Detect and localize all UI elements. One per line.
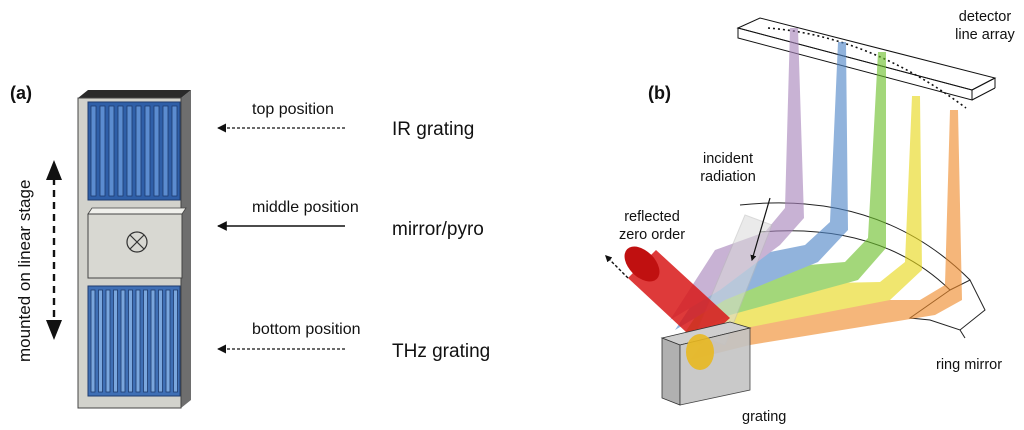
thz-grating-groove [120, 289, 126, 393]
ir-grating-groove [135, 105, 142, 197]
top-position-label: top position [252, 101, 334, 118]
incident-arrow [750, 197, 771, 262]
beam-blue [675, 42, 848, 330]
incident-label-line1: incident [703, 151, 753, 167]
stage-movement-arrow [46, 160, 62, 340]
ring-mirror-label: ring mirror [936, 357, 1003, 373]
beam-purple [670, 28, 804, 320]
grating-label: grating [742, 409, 787, 425]
thz-grating-groove [158, 289, 163, 393]
thz-grating-groove [90, 289, 96, 393]
reflected-label-line2: zero order [618, 227, 686, 244]
thz-grating-groove [173, 289, 178, 393]
thz-grating-groove [143, 289, 148, 393]
ir-grating-groove [162, 105, 169, 197]
thz-grating-groove [105, 289, 111, 393]
beam-green [680, 52, 886, 340]
thz-grating-groove [128, 289, 133, 393]
ir-grating-groove [171, 105, 178, 197]
grating-stage [77, 90, 191, 409]
incident-label-line2: radiation [700, 169, 756, 186]
thz-grating-groove [135, 289, 141, 393]
thz-grating-groove [98, 289, 103, 393]
ir-grating [87, 101, 181, 201]
bottom-position-label: bottom position [252, 321, 361, 338]
ir-grating-groove [117, 105, 124, 197]
reflected-label: reflected zero order [606, 208, 698, 244]
mirror-pyro-label: mirror/pyro [392, 219, 484, 240]
mirror-pyro-block [87, 207, 187, 279]
ir-grating-groove [126, 105, 133, 197]
thz-grating-label: THz grating [392, 341, 491, 362]
ir-grating-groove [99, 105, 106, 197]
detector-label-line1: detector [958, 9, 1012, 25]
reflected-label-line1: reflected [624, 209, 680, 225]
middle-position-label: middle position [252, 199, 359, 216]
reflected-beam [624, 246, 730, 345]
ir-grating-groove [90, 105, 97, 197]
ir-grating-label: IR grating [392, 119, 475, 140]
ir-grating-groove [144, 105, 151, 197]
zero-order-arrow [605, 255, 629, 279]
detector-label-line2: line array [955, 27, 1015, 44]
stage-label: mounted on linear stage [15, 179, 34, 362]
detector-label: detector line array [946, 8, 1024, 44]
thz-grating [87, 285, 181, 397]
thz-grating-groove [113, 289, 118, 393]
ir-grating-groove [108, 105, 115, 197]
pyro-detector-icon [126, 231, 148, 253]
ir-grating-groove [153, 105, 160, 197]
thz-grating-groove [150, 289, 156, 393]
incident-label: incident radiation [680, 150, 776, 186]
thz-grating-groove [165, 289, 171, 393]
panel-a-label: (a) [10, 83, 32, 103]
panel-b-label: (b) [648, 83, 671, 103]
grating-block [660, 321, 752, 406]
